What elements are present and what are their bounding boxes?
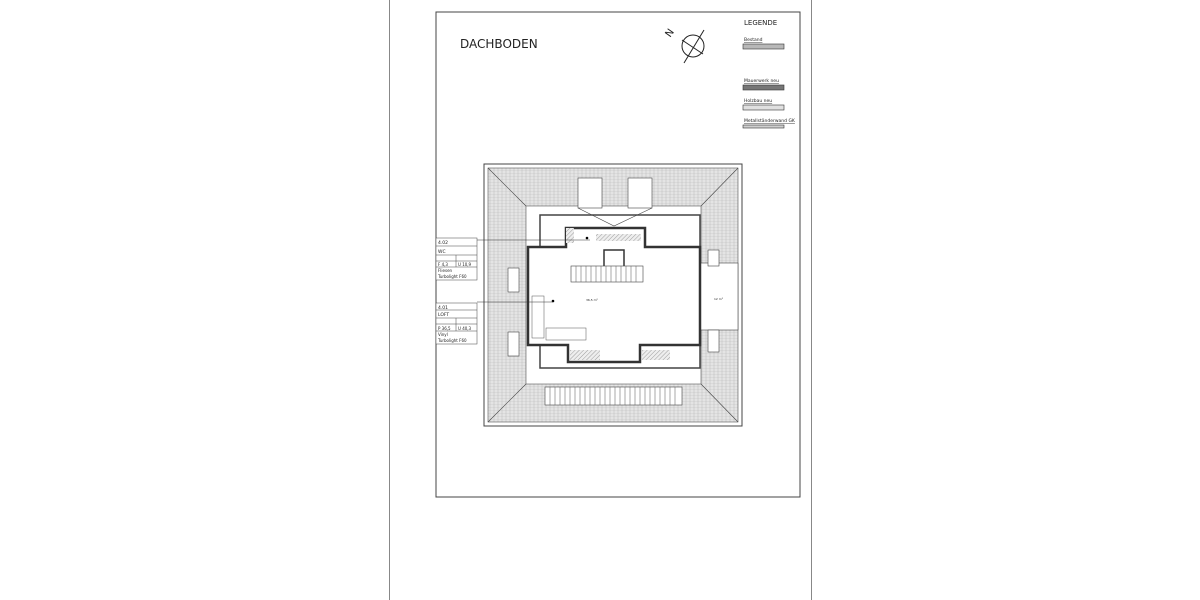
legend-heading: LEGENDE [744,19,777,27]
legend-label: Metallständerwand GK [744,118,796,124]
room-tag-loft: 4.01 LOFT P 36,5 U 40,3 Vinyl Turbolight… [435,301,553,345]
north-arrow-icon: N [664,27,705,64]
svg-text:U 10,9: U 10,9 [458,262,472,267]
svg-text:LOFT: LOFT [438,312,449,318]
svg-text:F 4,3: F 4,3 [438,262,448,267]
svg-text:U 40,3: U 40,3 [458,326,472,331]
legend: LEGENDE Bestand Mauerwerk neu Holzbau ne… [742,19,796,129]
svg-text:Fliesen: Fliesen [438,268,453,273]
drawing-title: DACHBODEN [460,37,538,51]
legend-label: Bestand [744,37,763,43]
legend-swatch [742,84,785,91]
legend-swatch [742,43,785,50]
svg-text:WC: WC [438,249,446,255]
svg-text:4.01: 4.01 [438,305,448,311]
svg-text:Turbolight F60: Turbolight F60 [437,274,467,279]
legend-label: Holzbau neu [744,98,772,104]
roof-plan: 36,5 m² 12 m² [483,163,743,427]
svg-text:P 36,5: P 36,5 [438,326,451,331]
legend-swatch [742,124,785,129]
legend-label: Mauerwerk neu [744,78,779,84]
svg-text:12 m²: 12 m² [714,297,724,301]
svg-text:N: N [664,27,677,39]
svg-text:4.02: 4.02 [438,240,448,246]
room-tag-wc: 4.02 WC F 4,3 U 10,9 Fliesen Turbolight … [435,237,590,281]
svg-text:Vinyl: Vinyl [438,332,448,337]
svg-text:Turbolight F60: Turbolight F60 [437,338,467,343]
svg-text:36,5 m²: 36,5 m² [586,298,599,302]
legend-swatch [742,104,785,111]
